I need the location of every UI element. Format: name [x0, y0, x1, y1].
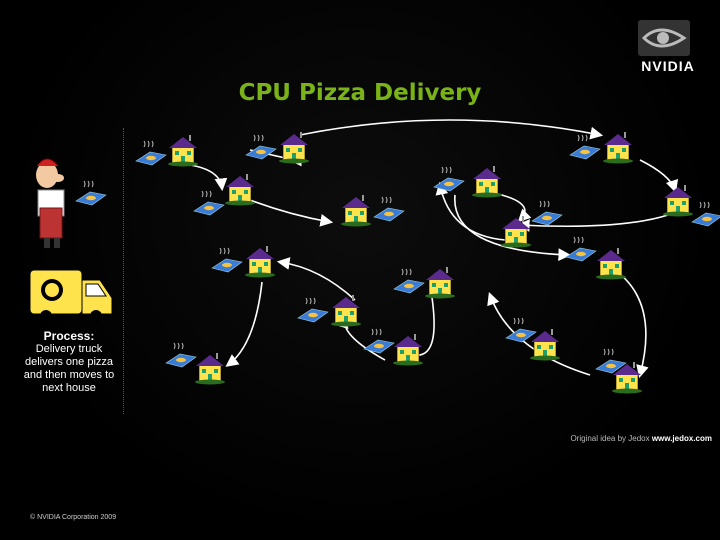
nvidia-logo-text: NVIDIA [641, 58, 695, 74]
credit-link[interactable]: www.jedox.com [651, 434, 712, 443]
process-line: delivers one pizza [24, 356, 114, 368]
process-line: and then moves to [23, 369, 115, 381]
process-line: Delivery truck [35, 343, 103, 355]
delivery-truck-icon [29, 269, 113, 322]
delivery-man-icon [36, 158, 107, 248]
divider [123, 128, 124, 414]
process-line: next house [42, 382, 96, 394]
process-heading: Process: [43, 329, 95, 343]
copyright-text: © NVIDIA Corporation 2009 [30, 514, 117, 521]
credit-line: Original idea by Jedox www.jedox.com [540, 434, 712, 443]
process-description: Process: Delivery truck delivers one piz… [14, 330, 124, 395]
slide-title: CPU Pizza Delivery [238, 80, 482, 106]
house-group [135, 131, 720, 394]
credit-text: Original idea by Jedox [570, 434, 650, 443]
nvidia-logo-icon [638, 20, 690, 56]
